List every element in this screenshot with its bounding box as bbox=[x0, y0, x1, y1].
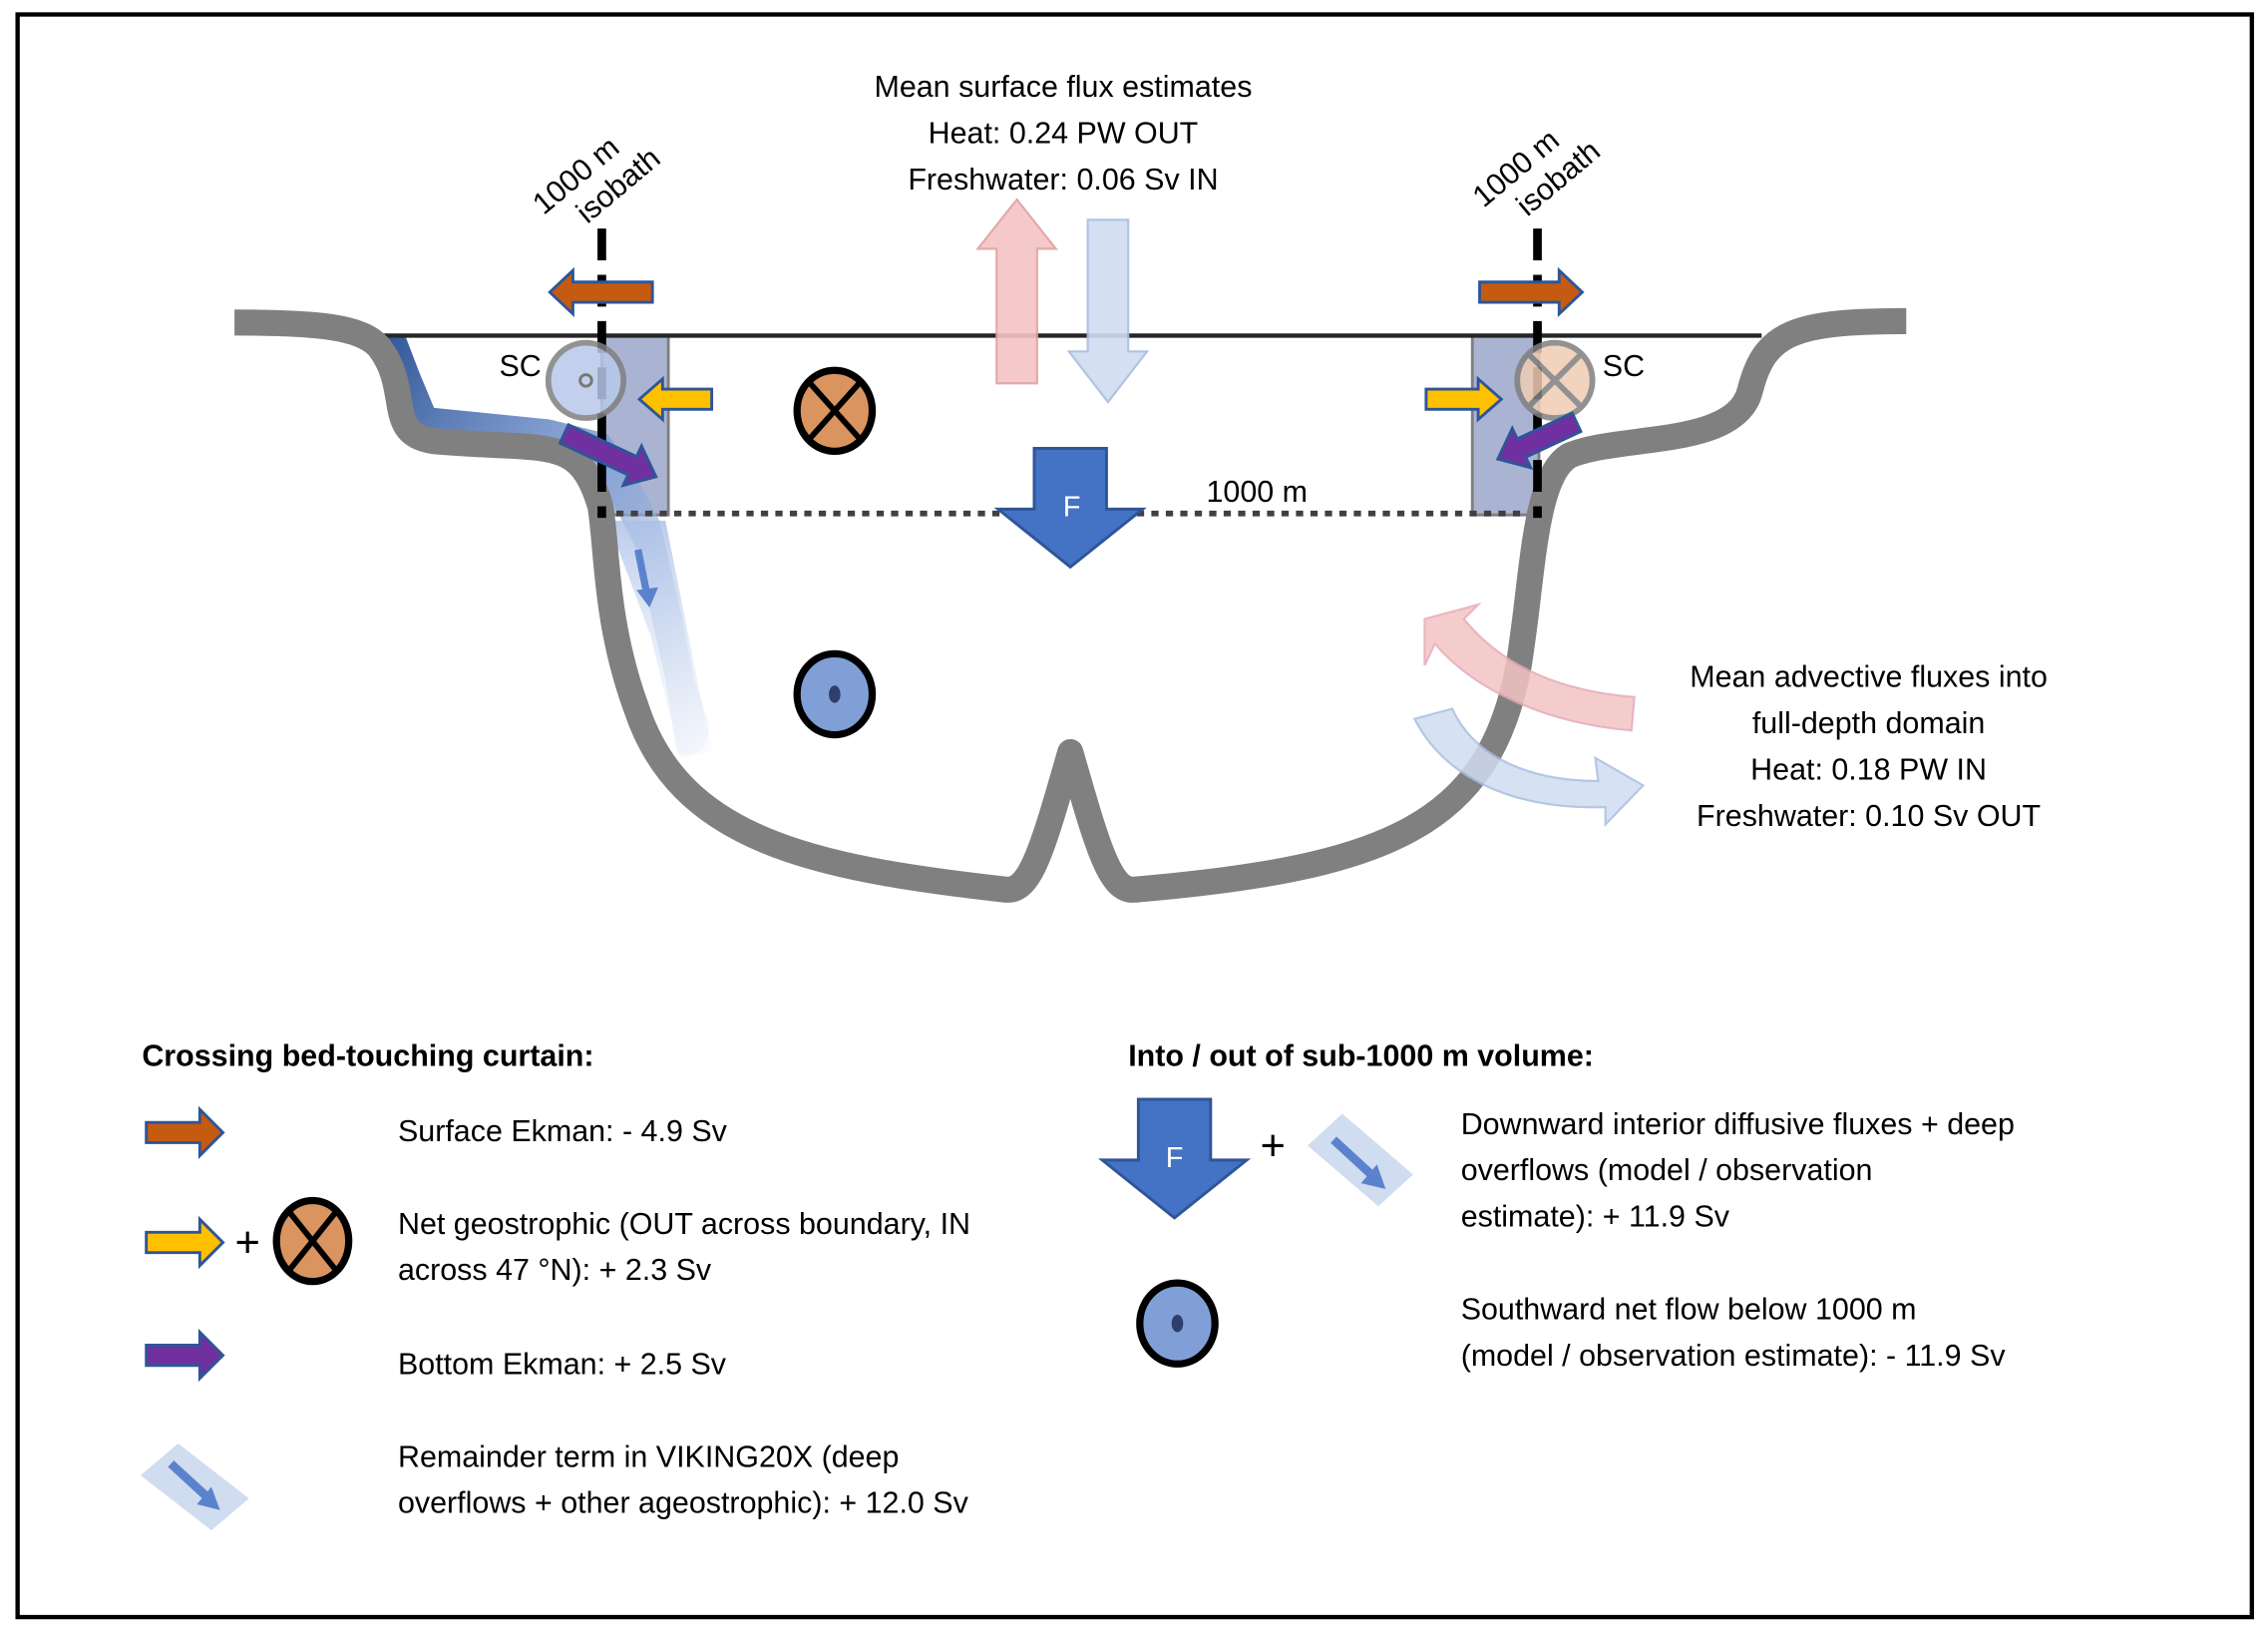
yellow-arrow-icon bbox=[145, 1215, 225, 1270]
legend-item-text-line2: across 47 °N): + 2.3 Sv bbox=[398, 1253, 712, 1287]
F-arrow-icon: F bbox=[1097, 1097, 1252, 1220]
remainder-arrow-icon bbox=[1307, 1113, 1413, 1207]
right-bottom-ekman-arrow bbox=[1495, 411, 1583, 471]
deep-overflow-arrow bbox=[634, 549, 658, 608]
legend-item-text-line1: Net geostrophic (OUT across boundary, IN bbox=[398, 1207, 970, 1241]
right-surface-ekman-arrow bbox=[1478, 266, 1585, 317]
legend-item-text-line2: overflows (model / observation bbox=[1461, 1153, 1873, 1187]
legend-item-text-line3: estimate): + 11.9 Sv bbox=[1461, 1200, 1730, 1234]
left-bottom-ekman-arrow bbox=[558, 422, 658, 488]
surface-flux-freshwater: Freshwater: 0.06 Sv IN bbox=[908, 163, 1218, 197]
deep-out-of-page-symbol bbox=[793, 649, 877, 739]
surface-flux-title: Mean surface flux estimates bbox=[874, 70, 1252, 104]
plus-icon: + bbox=[234, 1219, 259, 1267]
F-label: F bbox=[1166, 1142, 1184, 1174]
seabed-profile bbox=[234, 307, 1907, 903]
left-sc-label: SC bbox=[499, 349, 541, 383]
right-slope-current-into-page bbox=[1514, 339, 1596, 421]
legend-item-text-line1: Downward interior diffusive fluxes + dee… bbox=[1461, 1107, 2015, 1141]
advective-freshwater-out-arrow bbox=[1412, 707, 1646, 828]
surface-flux-heat: Heat: 0.24 PW OUT bbox=[929, 117, 1199, 151]
legend-item-text-line2: overflows + other ageostrophic): + 12.0 … bbox=[398, 1486, 969, 1520]
legend-right-header: Into / out of sub-1000 m volume: bbox=[1128, 1039, 1594, 1073]
figure-frame bbox=[15, 12, 2254, 1620]
plus-icon: + bbox=[1260, 1122, 1285, 1170]
out-of-page-icon bbox=[1136, 1279, 1219, 1368]
right-geostrophic-arrow bbox=[1424, 375, 1504, 423]
depth-1000m-label: 1000 m bbox=[1206, 475, 1308, 509]
legend-item-text-line1: Southward net flow below 1000 m bbox=[1461, 1292, 1917, 1326]
advective-flux-title-line1: Mean advective fluxes into bbox=[1690, 660, 2048, 694]
legend-item-surface-ekman: Surface Ekman: - 4.9 Sv bbox=[145, 1105, 728, 1160]
downward-flux-F-arrow bbox=[993, 447, 1147, 570]
left-surface-ekman-arrow bbox=[548, 266, 654, 317]
legend-item-text: Bottom Ekman: + 2.5 Sv bbox=[398, 1347, 727, 1381]
into-page-icon bbox=[272, 1196, 353, 1286]
purple-arrow-icon bbox=[145, 1328, 225, 1383]
remainder-arrow-icon bbox=[140, 1443, 249, 1531]
right-sc-label: SC bbox=[1603, 349, 1645, 383]
surface-flux-text: Mean surface flux estimates Heat: 0.24 P… bbox=[874, 70, 1252, 197]
F-label: F bbox=[1063, 492, 1081, 524]
advective-flux-text: Mean advective fluxes into full-depth do… bbox=[1690, 660, 2048, 833]
advective-flux-title-line2: full-depth domain bbox=[1752, 706, 1986, 740]
advective-heat-in-arrow bbox=[1423, 602, 1636, 732]
legend-item-bottom-ekman: Bottom Ekman: + 2.5 Sv bbox=[145, 1328, 727, 1383]
legend-item-net-geostrophic: + Net geostrophic (OUT across boundary, … bbox=[145, 1196, 970, 1287]
interior-into-page-symbol bbox=[793, 366, 877, 456]
legend-item-remainder: Remainder term in VIKING20X (deep overfl… bbox=[140, 1439, 969, 1531]
legend-item-downward-fluxes: F + Downward interior diffusive fluxes +… bbox=[1097, 1097, 2015, 1234]
legend-item-text-line2: (model / observation estimate): - 11.9 S… bbox=[1461, 1339, 2007, 1373]
surface-freshwater-in-arrow bbox=[1066, 218, 1150, 404]
left-slope-current-out-of-page bbox=[545, 339, 627, 421]
left-geostrophic-arrow bbox=[636, 375, 714, 423]
advective-flux-heat: Heat: 0.18 PW IN bbox=[1750, 753, 1987, 787]
legend-item-text: Surface Ekman: - 4.9 Sv bbox=[398, 1114, 728, 1148]
legend-left-header: Crossing bed-touching curtain: bbox=[142, 1039, 593, 1073]
orange-arrow-icon bbox=[145, 1105, 225, 1160]
legend-item-southward-flow: Southward net flow below 1000 m (model /… bbox=[1136, 1279, 2007, 1373]
deep-overflow-plume bbox=[607, 520, 712, 760]
advective-flux-freshwater: Freshwater: 0.10 Sv OUT bbox=[1697, 799, 2041, 833]
surface-heat-out-arrow bbox=[975, 198, 1058, 385]
legend-item-text-line1: Remainder term in VIKING20X (deep bbox=[398, 1439, 899, 1473]
